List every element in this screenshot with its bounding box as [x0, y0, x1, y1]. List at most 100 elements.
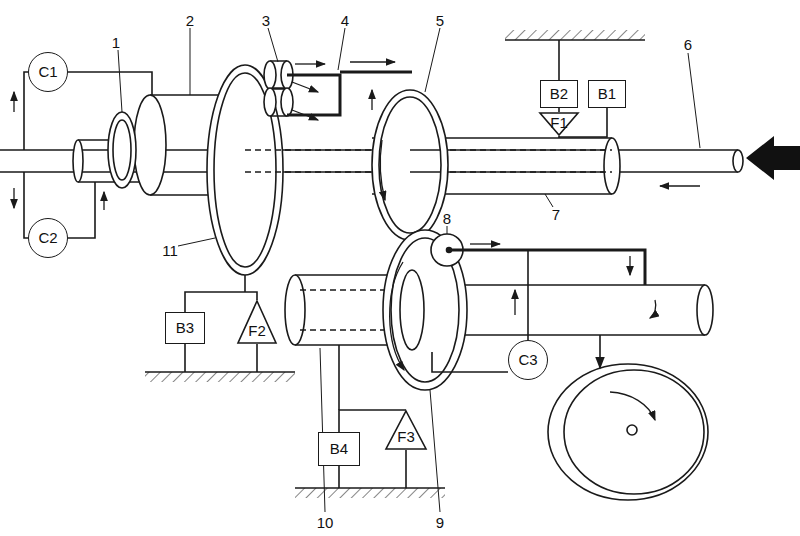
flow-arrows — [14, 62, 700, 420]
ring-gear-inner — [379, 97, 441, 233]
ring-gear — [207, 65, 283, 275]
clutch-wire — [432, 352, 508, 372]
node-label: C1 — [38, 64, 57, 80]
ground-line — [505, 39, 645, 41]
brake-box: B4 — [318, 432, 360, 466]
ring-gear — [372, 90, 448, 240]
clutch-circle: C2 — [28, 218, 68, 258]
ground-hatch — [295, 488, 445, 498]
node-label: B4 — [330, 441, 348, 457]
callout-number: 3 — [262, 12, 270, 29]
flow-arrow — [660, 185, 700, 186]
node-label: C3 — [518, 352, 537, 368]
clutch-wire — [68, 182, 95, 238]
callout-number: 8 — [443, 210, 451, 227]
clutch-wire — [68, 72, 152, 95]
flow-arrow — [470, 243, 500, 244]
node-label: F1 — [550, 115, 568, 131]
wheel-hub — [627, 425, 637, 435]
leader-line — [118, 28, 700, 512]
clutch-circle: C1 — [28, 52, 68, 92]
flow-arrow — [514, 290, 515, 315]
callout-number: 10 — [317, 514, 334, 531]
freewheel-triangle: F2 — [237, 300, 277, 344]
callout-number: 5 — [436, 12, 444, 29]
flow-arrow — [650, 300, 656, 318]
flow-arrow — [292, 110, 318, 120]
shaft-end — [604, 138, 620, 194]
clutch-circle: C3 — [508, 340, 548, 380]
brake-wire — [185, 344, 257, 372]
callout-number: 4 — [341, 12, 349, 29]
callout-number: 11 — [162, 242, 178, 259]
ring-gear — [383, 230, 467, 390]
drum-end — [285, 275, 305, 345]
callout-number: 6 — [684, 36, 692, 53]
brake-wire — [338, 345, 340, 410]
triangle-shape — [386, 411, 426, 449]
node-label: B1 — [598, 86, 616, 102]
freewheel-triangle: F1 — [539, 112, 579, 136]
drive-wheel — [548, 364, 708, 500]
input-shaft — [410, 150, 440, 172]
flow-arrow — [350, 61, 395, 62]
triangle-shape — [540, 113, 578, 135]
ground-line — [295, 487, 445, 489]
flow-arrow — [390, 262, 404, 370]
clutch-wire — [24, 72, 28, 150]
callout-number: 9 — [436, 514, 444, 531]
callout-number: 2 — [186, 12, 194, 29]
wheel-face — [564, 370, 704, 494]
clutch-wire — [24, 172, 28, 238]
ground-hatch — [505, 30, 645, 40]
flow-arrow — [13, 188, 14, 208]
drum-end — [134, 95, 166, 195]
flow-arrow — [599, 335, 601, 368]
callout-number: 1 — [112, 34, 120, 51]
flow-arrow — [292, 82, 318, 92]
planet-gear — [264, 61, 276, 89]
flow-arrow — [13, 92, 14, 112]
callout-number: 7 — [552, 206, 560, 223]
input-arrow — [746, 136, 800, 180]
planet-gear — [281, 88, 293, 116]
node-label: B2 — [550, 86, 568, 102]
sun-gear — [400, 270, 424, 350]
sun-gear-inner — [113, 120, 131, 180]
flow-arrow — [371, 90, 372, 110]
node-label: B3 — [176, 320, 194, 336]
brake-wire — [558, 136, 560, 138]
connector-line — [185, 292, 257, 312]
flow-arrow — [103, 192, 104, 210]
brake-box: B1 — [588, 80, 626, 108]
brake-wire — [558, 40, 560, 80]
sun-gear — [108, 112, 136, 188]
carrier-link — [340, 71, 412, 74]
shaft-end — [697, 285, 713, 335]
brake-box: B3 — [165, 312, 205, 344]
flow-arrow — [610, 392, 655, 420]
planet-carrier — [287, 75, 340, 115]
freewheel-triangle: F3 — [385, 410, 427, 450]
connector-line — [558, 108, 560, 112]
flow-arrow — [295, 63, 325, 64]
hidden-shaft — [245, 150, 372, 172]
brake-wire — [244, 275, 246, 292]
ring-gear-inner — [214, 73, 276, 267]
ground-hatch — [145, 372, 295, 382]
node-label: F2 — [248, 323, 266, 339]
planet-gear — [264, 88, 276, 116]
planet-carrier — [449, 250, 645, 285]
triangle-shape — [238, 301, 276, 343]
node-label: F3 — [397, 429, 415, 445]
brake-box: B2 — [540, 80, 578, 108]
shaft-end — [733, 150, 743, 172]
node-label: C2 — [38, 230, 57, 246]
flow-arrow — [380, 140, 385, 200]
ground-line — [145, 371, 295, 373]
flow-arrow — [629, 256, 630, 275]
